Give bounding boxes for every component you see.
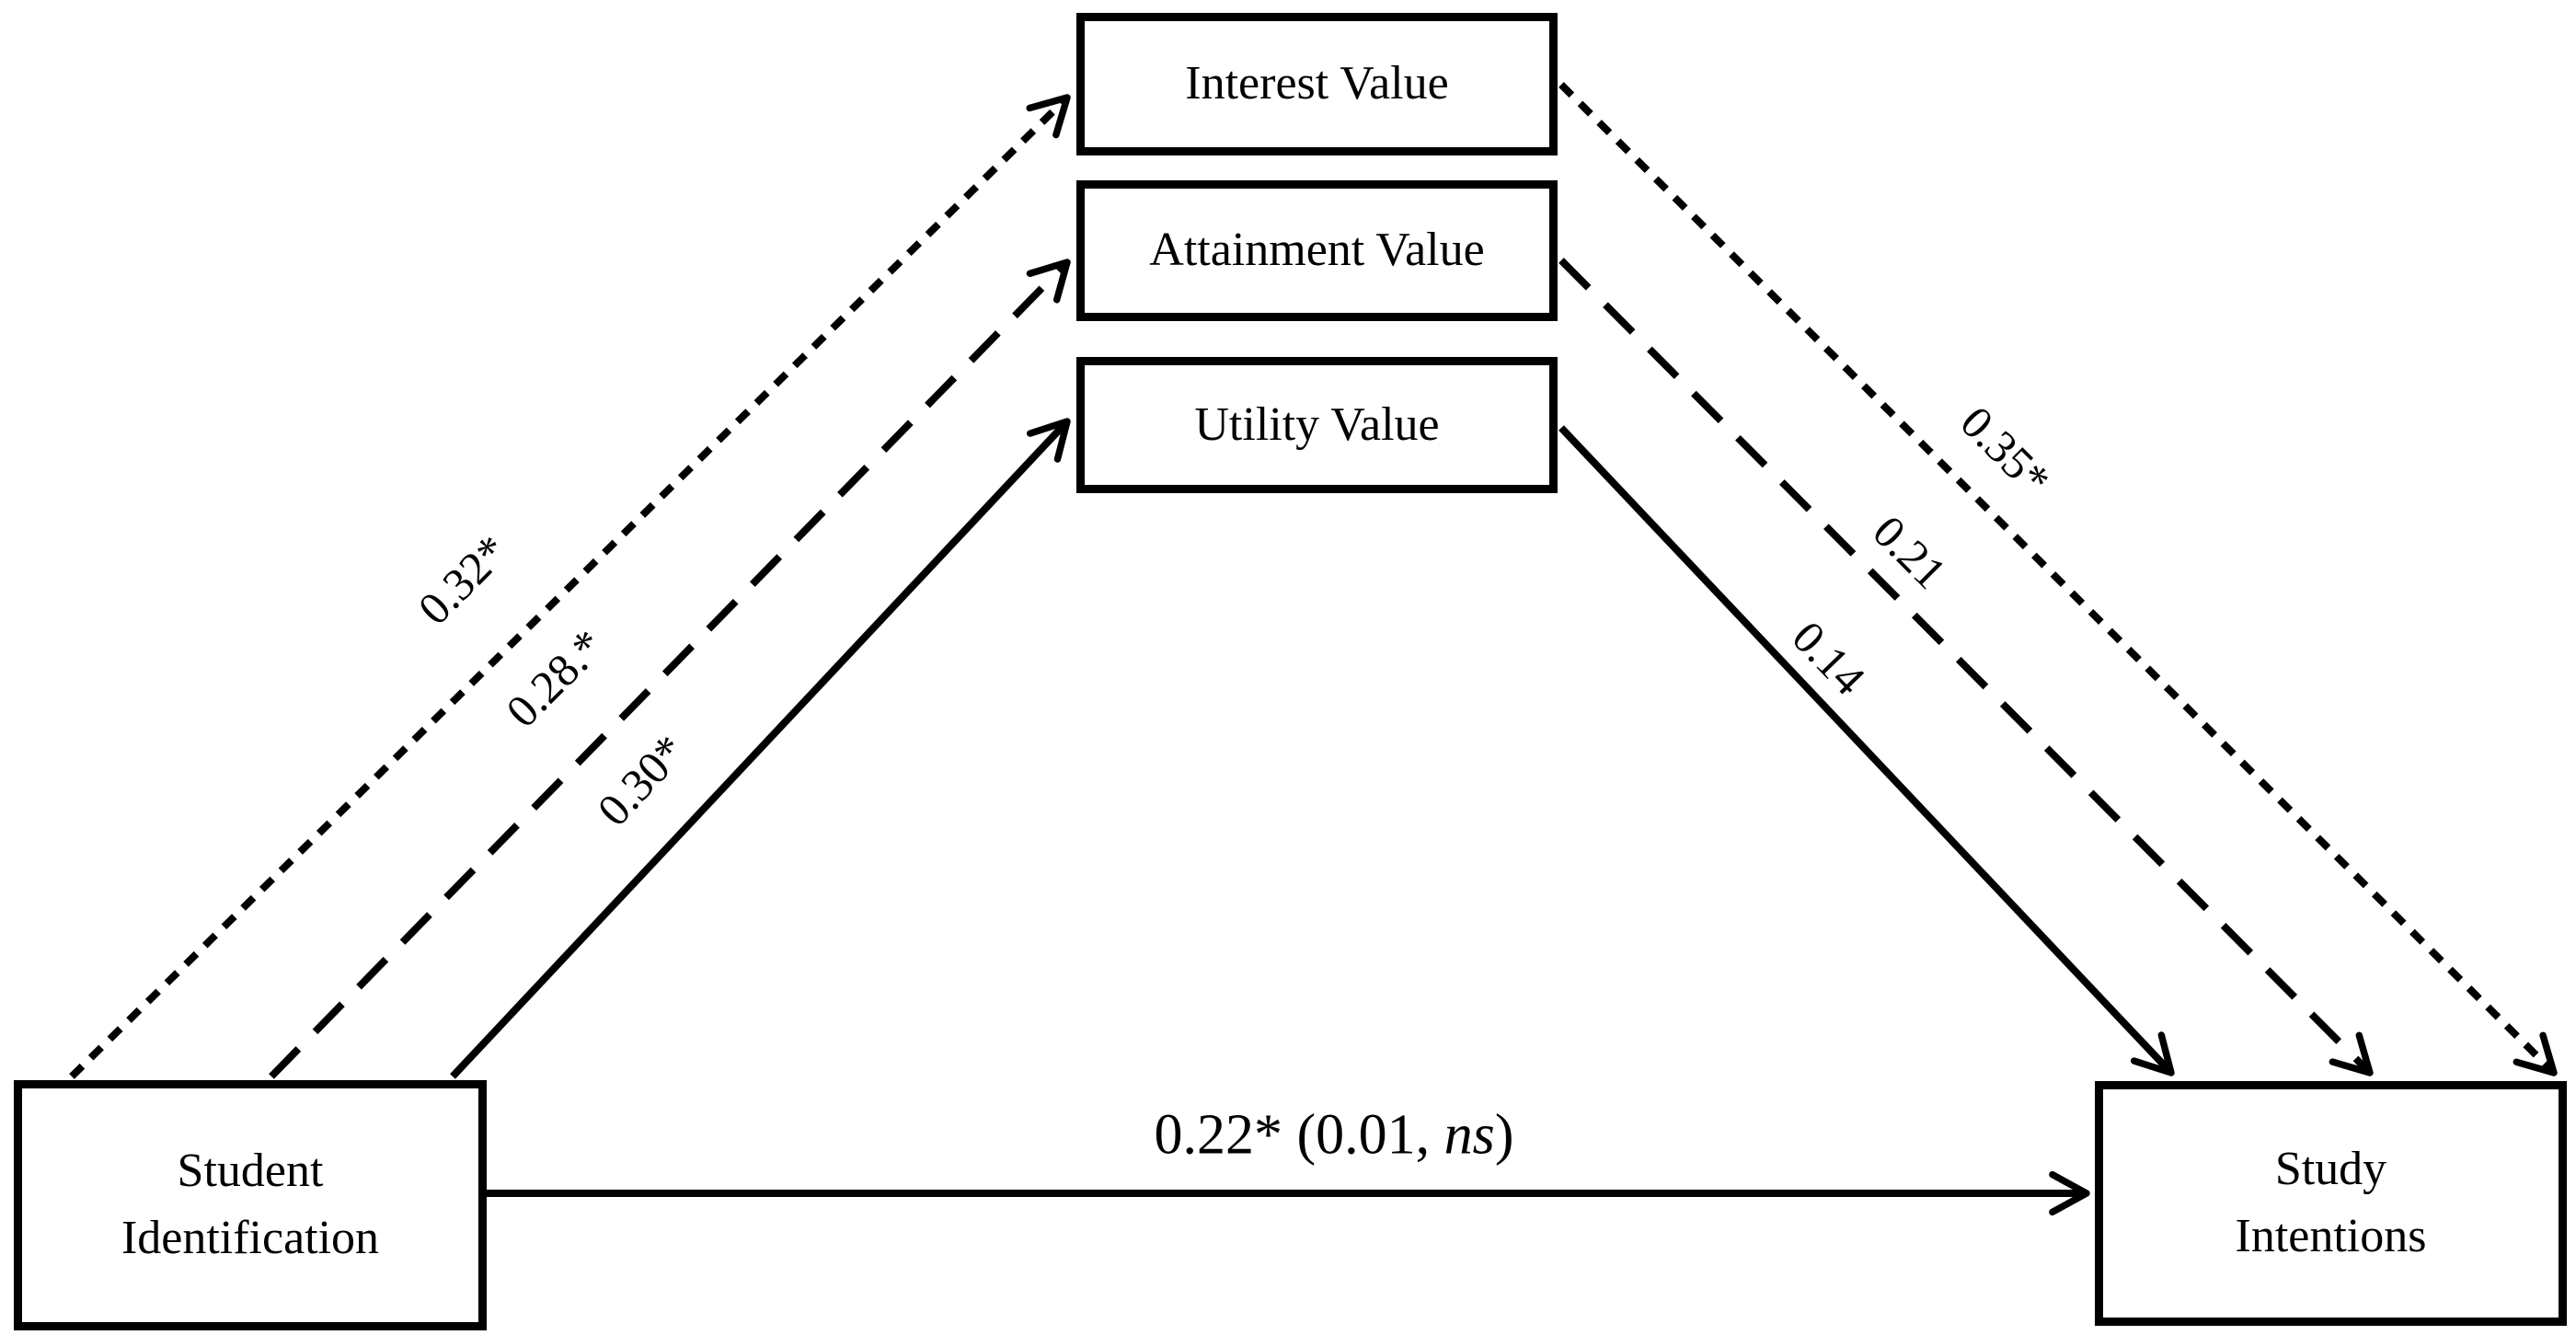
label-student-to-study-coefficient: 0.22* (0.01, ns)	[1155, 1103, 1514, 1168]
label-direct-suffix: )	[1494, 1103, 1514, 1167]
node-interest-value-label: Interest Value	[1185, 57, 1449, 110]
node-study-intentions: Study Intentions	[2095, 1081, 2567, 1326]
label-direct-prefix: 0.22* (0.01,	[1154, 1103, 1444, 1167]
node-study-intentions-label-line2: Intentions	[2235, 1210, 2427, 1262]
node-utility-value-label: Utility Value	[1194, 397, 1440, 451]
node-attainment-value: Attainment Value	[1076, 180, 1558, 321]
path-interest-to-study-line	[1558, 82, 2558, 1076]
path-utility-to-study-line	[1558, 425, 2175, 1076]
label-direct-ns-italic: ns	[1443, 1103, 1495, 1167]
path-student-to-utility-line	[450, 418, 1071, 1079]
node-utility-value: Utility Value	[1076, 357, 1558, 493]
node-student-identification: Student Identification	[14, 1080, 487, 1330]
node-study-intentions-label-line1: Study	[2274, 1143, 2387, 1196]
node-student-identification-label-line1: Student	[177, 1145, 324, 1198]
path-student-to-interest-line	[69, 94, 1071, 1079]
node-interest-value: Interest Value	[1076, 13, 1558, 155]
node-attainment-value-label: Attainment Value	[1149, 224, 1485, 277]
path-attainment-to-study-line	[1558, 258, 2374, 1076]
node-student-identification-label-line2: Identification	[121, 1212, 380, 1264]
path-student-to-attainment-line	[269, 259, 1071, 1079]
